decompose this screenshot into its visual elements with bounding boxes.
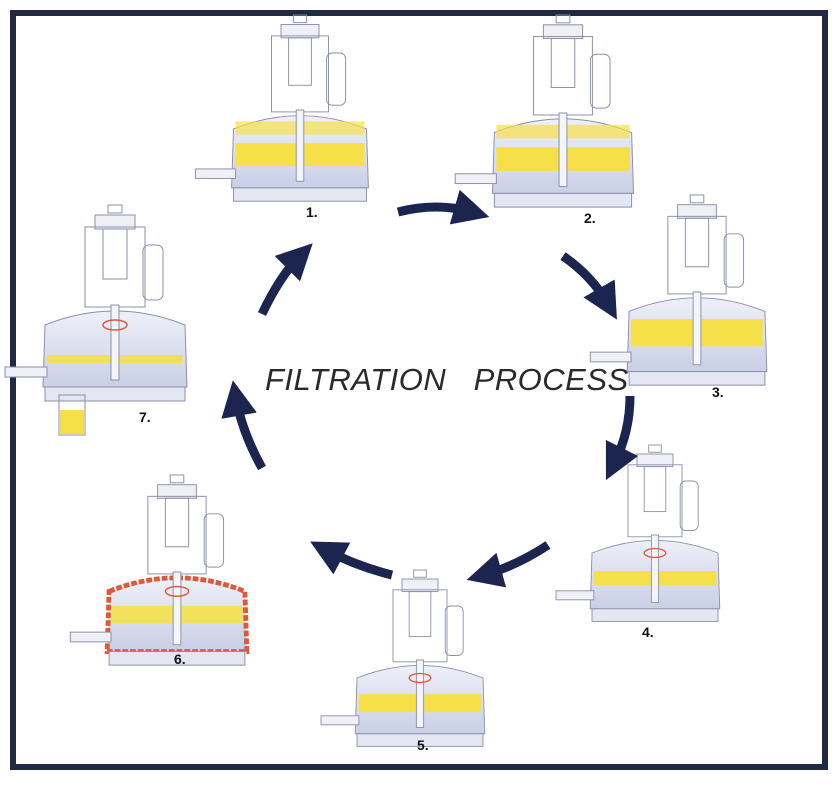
- step-label-2: 2.: [584, 210, 596, 226]
- rotation-icon: [102, 319, 128, 331]
- cycle-arrow-3: [605, 395, 639, 481]
- diagram-title: FILTRATION PROCESS: [265, 362, 629, 397]
- filter-vessel-step-3: [589, 194, 768, 386]
- cycle-arrow-4: [466, 541, 551, 588]
- step-label-1: 1.: [306, 204, 318, 220]
- cycle-arrow-7: [257, 243, 313, 316]
- filter-vessel-step-5: [320, 569, 486, 747]
- discharged-product: [60, 410, 84, 434]
- step-label-6: 6.: [174, 651, 186, 667]
- filter-vessel-step-6: [69, 474, 250, 666]
- filter-vessel-step-7: [4, 204, 188, 436]
- step-label-3: 3.: [712, 384, 724, 400]
- step-label-5: 5.: [417, 737, 429, 753]
- step-label-4: 4.: [642, 624, 654, 640]
- collection-beaker: [58, 394, 86, 436]
- rotation-icon: [643, 547, 667, 559]
- cycle-arrow-5: [310, 541, 394, 580]
- step-label-7: 7.: [139, 409, 151, 425]
- filter-vessel-step-1: [195, 14, 369, 202]
- filter-vessel-step-2: [454, 14, 635, 208]
- cycle-arrow-1: [396, 189, 490, 225]
- cycle-arrow-2: [560, 252, 617, 320]
- cycle-arrow-6: [221, 380, 266, 471]
- filter-vessel-step-4: [555, 444, 721, 622]
- rotation-icon: [408, 672, 432, 684]
- rotation-icon: [164, 585, 190, 597]
